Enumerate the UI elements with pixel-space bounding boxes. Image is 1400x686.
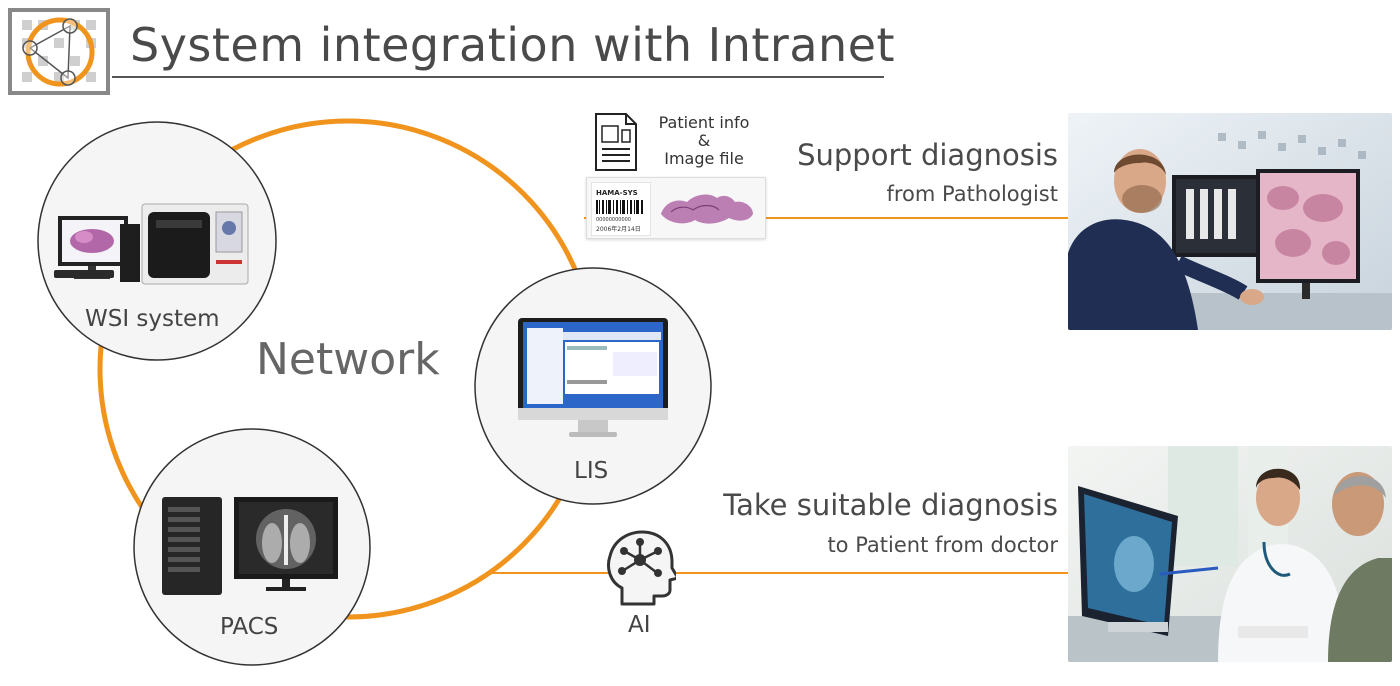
glass-slide: HAMA-SYS 00000000000 2006年2月14日	[586, 177, 766, 239]
pathologist-photo	[1068, 113, 1392, 330]
server-xray-icon	[162, 497, 338, 595]
title-underline	[112, 76, 884, 78]
wsi-label: WSI system	[85, 306, 220, 332]
monitor-icon	[518, 318, 668, 437]
tissue-sample-icon	[661, 194, 753, 224]
page-title: System integration with Intranet	[130, 18, 896, 72]
note-line-2: &	[697, 131, 711, 150]
support-diagnosis-heading: Support diagnosis	[797, 138, 1058, 172]
support-diagnosis-sub: from Pathologist	[886, 182, 1058, 206]
document-icon	[595, 113, 637, 171]
ai-label: AI	[628, 612, 651, 638]
take-diagnosis-sub: to Patient from doctor	[827, 533, 1058, 557]
pacs-node-circle[interactable]	[132, 427, 372, 667]
lis-node-circle[interactable]	[473, 266, 713, 506]
wsi-scanner-icon	[54, 203, 249, 285]
note-line-1: Patient info	[658, 113, 750, 132]
network-grid-logo-icon	[8, 8, 110, 95]
ai-head-icon[interactable]	[604, 528, 676, 606]
slide-label-area: HAMA-SYS 00000000000 2006年2月14日	[591, 182, 651, 236]
take-diagnosis-heading: Take suitable diagnosis	[723, 488, 1058, 522]
network-label: Network	[256, 334, 440, 385]
pacs-label: PACS	[220, 614, 279, 640]
wsi-node-circle[interactable]	[36, 120, 278, 362]
slide-brand: HAMA-SYS	[596, 189, 638, 197]
slide-date: 2006年2月14日	[596, 226, 641, 233]
lis-label: LIS	[574, 458, 609, 484]
barcode-icon	[596, 200, 643, 214]
patient-info-note: Patient info & Image file	[644, 114, 764, 168]
doctor-patient-photo	[1068, 446, 1392, 662]
note-line-3: Image file	[664, 149, 744, 168]
slide-id: 00000000000	[596, 217, 631, 223]
